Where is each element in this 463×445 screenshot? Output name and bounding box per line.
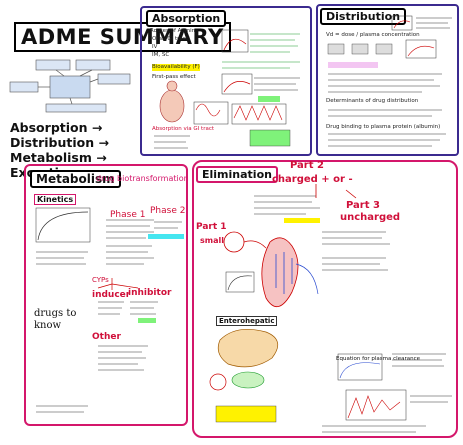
absorption-note-routes: Routes of Admin — [150, 28, 196, 34]
flow-arrow: → — [91, 120, 103, 135]
metabolism-other: Other — [92, 332, 121, 342]
flow-arrow: → — [98, 135, 109, 150]
metabolism-side-note: drugs to know — [34, 308, 77, 331]
metabolism-inducer: inducer — [92, 290, 131, 300]
absorption-panel — [140, 6, 312, 156]
absorption-note-firstpass: First-pass effect — [152, 74, 196, 80]
metabolism-inhibitor: inhibitor — [128, 288, 172, 298]
distribution-note-vd: Vd = dose / plasma concentration — [326, 32, 420, 38]
metabolism-kinetics-label: Kinetics — [34, 194, 77, 205]
metabolism-phase2: Phase 2 — [150, 206, 186, 216]
elimination-part2: Part 2 — [290, 160, 324, 171]
absorption-note-oral: Oral (GI tract) — [152, 36, 191, 42]
adme-overview-diagram — [9, 59, 131, 113]
elimination-part2-label: charged + or - — [272, 174, 353, 185]
elimination-title: Elimination — [196, 166, 278, 183]
distribution-note-binding: Drug binding to plasma protein (albumin) — [326, 124, 441, 130]
flow-metabolism: Metabolism — [10, 150, 92, 165]
elimination-enterohepatic: Enterohepatic — [216, 316, 278, 326]
elimination-sketches — [209, 184, 452, 433]
elimination-equation: Equation for plasma clearance — [336, 356, 420, 362]
distribution-panel — [316, 4, 459, 156]
absorption-title: Absorption — [146, 10, 227, 27]
flow-distribution: Distribution — [10, 135, 95, 150]
metabolism-cyps: CYPs — [92, 276, 109, 284]
metabolism-phase1: Phase 1 — [110, 210, 146, 220]
flow-absorption: Absorption — [10, 120, 88, 135]
metabolism-subtitle: drug biotransformation — [96, 174, 189, 183]
absorption-note-im: IM, SC — [152, 52, 170, 58]
metabolism-sketches — [35, 207, 184, 413]
absorption-sketches — [154, 29, 300, 149]
elimination-part1: Part 1 — [196, 222, 227, 232]
absorption-note-gi: Absorption via GI tract — [152, 126, 215, 132]
page-title: ADME SUMMARY — [14, 22, 231, 52]
elimination-part1-label: small — [200, 236, 224, 245]
flow-arrow: → — [96, 150, 107, 165]
metabolism-title: Metabolism — [30, 170, 121, 188]
elimination-part3: Part 3 — [346, 200, 380, 211]
absorption-note-iv: IV — [152, 44, 158, 50]
elimination-part3-label: uncharged — [340, 212, 401, 223]
distribution-title: Distribution — [320, 8, 407, 25]
distribution-sketches — [327, 15, 452, 147]
absorption-note-bioavailability: Bioavailability (F) — [152, 64, 200, 71]
elimination-panel — [192, 160, 458, 438]
metabolism-panel — [24, 164, 188, 426]
distribution-note-determinants: Determinants of drug distribution — [326, 98, 419, 104]
